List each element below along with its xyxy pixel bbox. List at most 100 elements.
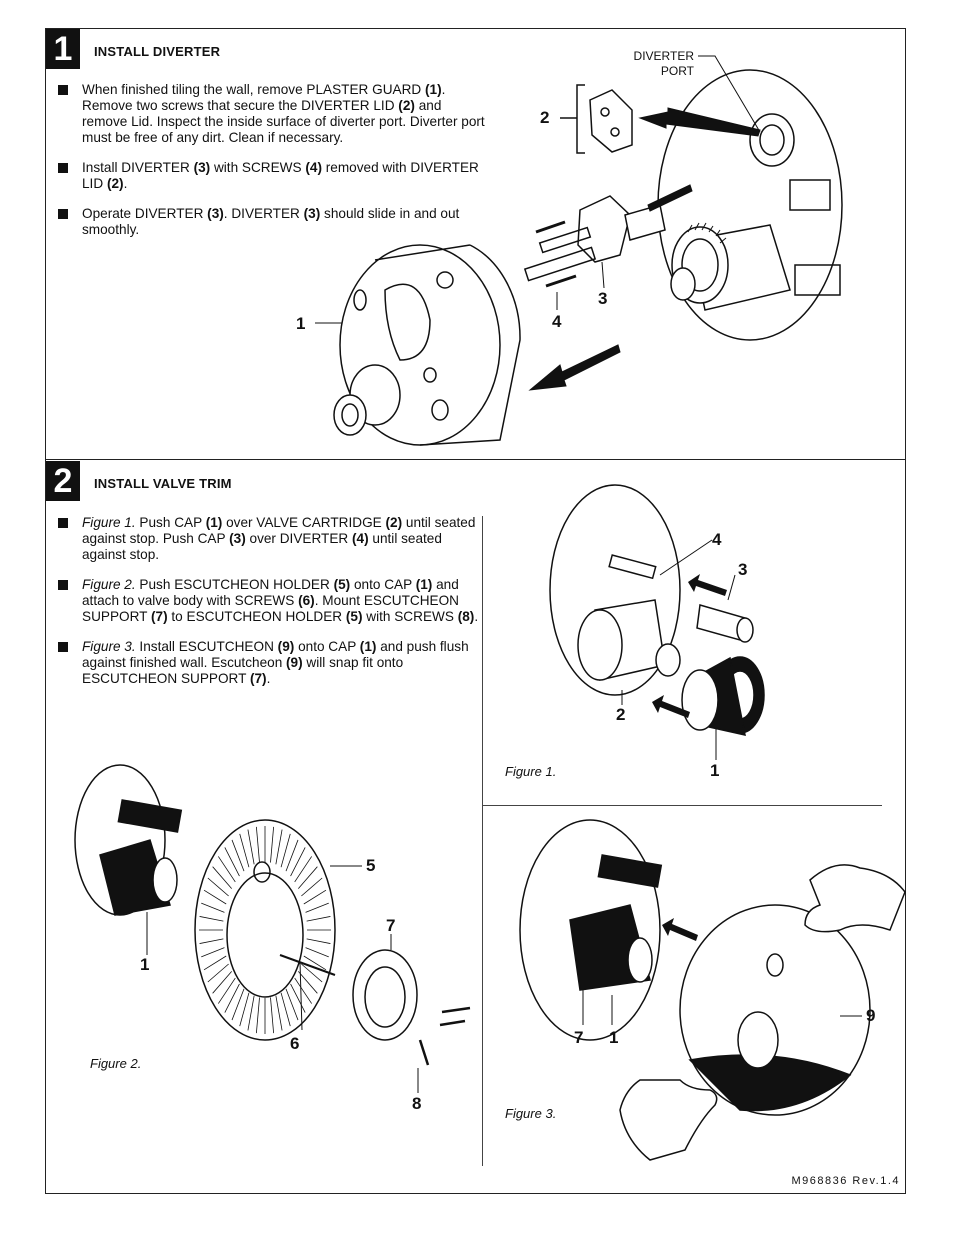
holder-rib	[239, 992, 250, 1027]
callout-2: 2	[540, 108, 550, 127]
holder-rib	[275, 995, 283, 1031]
step-2-title: INSTALL VALVE TRIM	[94, 476, 232, 491]
step-2-text-run: Install ESCUTCHEON	[135, 639, 278, 654]
holder-rib	[239, 833, 250, 868]
step-2-bullet: Figure 3. Install ESCUTCHEON (9) onto CA…	[58, 639, 480, 687]
figure-1-callout-4: 4	[712, 530, 722, 549]
step-1-text-run: (4)	[305, 160, 322, 175]
step-1-bullet: When finished tiling the wall, remove PL…	[58, 82, 488, 146]
holder-rib	[201, 902, 225, 913]
holder-rib	[280, 992, 291, 1027]
holder-rib	[231, 988, 245, 1021]
holder-rib	[285, 988, 299, 1021]
figure-1-callout-3: 3	[738, 560, 748, 579]
step-2-text-run: .	[266, 671, 271, 686]
holder-rib	[203, 955, 227, 971]
step-1-text-run: with SCREWS	[210, 160, 306, 175]
holder-rib	[306, 938, 331, 944]
step-2-text-run: (1)	[415, 577, 433, 592]
holder-rib	[290, 983, 306, 1013]
figure-column-divider	[482, 516, 483, 1166]
holder-rib	[294, 856, 313, 883]
step-2-text-run: Push ESCUTCHEON HOLDER	[135, 577, 334, 592]
step-2-text-run: (4)	[352, 531, 369, 546]
step-2-text-run: over VALVE CARTRIDGE	[222, 515, 386, 530]
holder-rib	[280, 833, 291, 868]
holder-rib	[298, 866, 318, 889]
figure-row-divider	[482, 805, 882, 806]
figure-2-callout-6: 6	[290, 1034, 300, 1053]
section-divider	[45, 459, 906, 460]
callout-1: 1	[296, 314, 306, 333]
figure-1-callout-1: 1	[710, 761, 720, 780]
figure-3-callout-7: 7	[574, 1028, 584, 1047]
step-1-text-run: (3)	[193, 160, 211, 175]
diverter-install-illustration	[315, 55, 843, 446]
step-2-text-run: until seated against stop. Push CAP	[82, 515, 476, 546]
holder-rib	[303, 889, 327, 905]
document-id: M968836 Rev.1.4	[791, 1175, 900, 1187]
step-2-text-run: (3)	[229, 531, 246, 546]
step-2-text-run: over DIVERTER	[245, 531, 352, 546]
figure-2-caption: Figure 2.	[90, 1056, 142, 1071]
step-2-number: 2	[46, 461, 80, 501]
holder-rib	[270, 826, 275, 863]
figure-2-callout-1: 1	[140, 955, 150, 974]
step-1-text-run: and remove Lid. Inspect the inside surfa…	[82, 98, 485, 145]
step-1-text-run: Install DIVERTER	[82, 160, 194, 175]
holder-rib	[224, 847, 240, 877]
callout-3: 3	[598, 289, 608, 308]
figure-2-callout-5: 5	[366, 856, 376, 875]
holder-rib	[217, 977, 236, 1004]
step-1-bullet: Operate DIVERTER (3). DIVERTER (3) shoul…	[58, 206, 488, 238]
holder-rib	[203, 889, 227, 905]
diverter-port-label-2: PORT	[660, 64, 694, 78]
step-2-text-run: (9)	[277, 639, 295, 654]
step-2-text-run: (2)	[385, 515, 403, 530]
holder-rib	[290, 847, 306, 877]
diverter-port-callout: DIVERTER PORT	[600, 49, 694, 79]
holder-rib	[199, 938, 224, 944]
step-1-number: 1	[46, 29, 80, 69]
figure-3-caption: Figure 3.	[505, 1106, 557, 1121]
figure-2-callout-8: 8	[412, 1094, 422, 1113]
step-1-text-run: When finished tiling the wall, remove PL…	[82, 82, 425, 97]
step-2-text-run: (6)	[298, 593, 315, 608]
holder-rib	[247, 829, 255, 865]
holder-rib	[301, 877, 323, 897]
step-2-text-run: Figure 1.	[82, 515, 136, 530]
step-1-text-run: (3)	[303, 206, 321, 221]
step-2-text-run: until seated against stop.	[82, 531, 442, 562]
step-2-text-run: onto CAP	[294, 639, 360, 654]
holder-rib	[201, 947, 225, 958]
holder-rib	[224, 983, 240, 1013]
holder-rib	[270, 997, 275, 1034]
step-2-text-run: Figure 2.	[82, 577, 136, 592]
page-frame	[45, 28, 906, 1194]
holder-rib	[305, 902, 329, 913]
holder-rib	[301, 963, 323, 983]
holder-rib	[255, 826, 260, 863]
holder-rib	[303, 955, 327, 971]
step-1-text-run: (3)	[207, 206, 224, 221]
holder-rib	[285, 839, 299, 872]
figure-2-callout-7: 7	[386, 916, 396, 935]
step-2-text-run: (7)	[249, 671, 267, 686]
step-2-text-run: (1)	[359, 639, 377, 654]
holder-rib	[231, 839, 245, 872]
step-1-text-run: removed with DIVERTER LID	[82, 160, 479, 191]
figure-1-caption: Figure 1.	[505, 764, 557, 779]
step-2-text-run: onto CAP	[350, 577, 416, 592]
step-2-bullet: Figure 2. Push ESCUTCHEON HOLDER (5) ont…	[58, 577, 480, 625]
step-1-text-run: (2)	[398, 98, 415, 113]
step-2-text-run: .	[474, 609, 479, 624]
step-2-text-run: will snap fit onto ESCUTCHEON SUPPORT	[82, 655, 404, 686]
callout-4: 4	[552, 312, 562, 331]
figure-1-callout-2: 2	[616, 705, 626, 724]
step-2-text-run: (9)	[286, 655, 303, 670]
step-1-title: INSTALL DIVERTER	[94, 44, 221, 59]
step-2-bullet: Figure 1. Push CAP (1) over VALVE CARTRI…	[58, 515, 480, 563]
step-2-text-run: (5)	[333, 577, 351, 592]
